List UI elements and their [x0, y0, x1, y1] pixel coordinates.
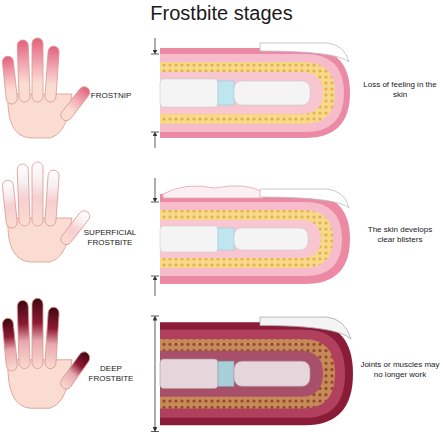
finger-section-frostnip: [151, 38, 350, 148]
hand-superficial: [2, 162, 92, 262]
stage-description: Joints or muscles may no longer work: [360, 360, 440, 379]
stage-description: Loss of feeling in the skin: [360, 80, 440, 99]
stage-label: FROSTNIP: [76, 91, 146, 101]
stage-label: DEEP FROSTBITE: [78, 364, 144, 383]
hand-deep: [2, 298, 92, 408]
stage-description: The skin develops clear blisters: [360, 225, 440, 244]
finger-section-deep: [151, 316, 353, 432]
diagram-title: Frostbite stages: [0, 1, 443, 25]
hand-frostnip: [2, 38, 92, 138]
stage-label: SUPERFICIAL FROSTBITE: [74, 228, 146, 247]
finger-section-superficial: [151, 178, 350, 296]
